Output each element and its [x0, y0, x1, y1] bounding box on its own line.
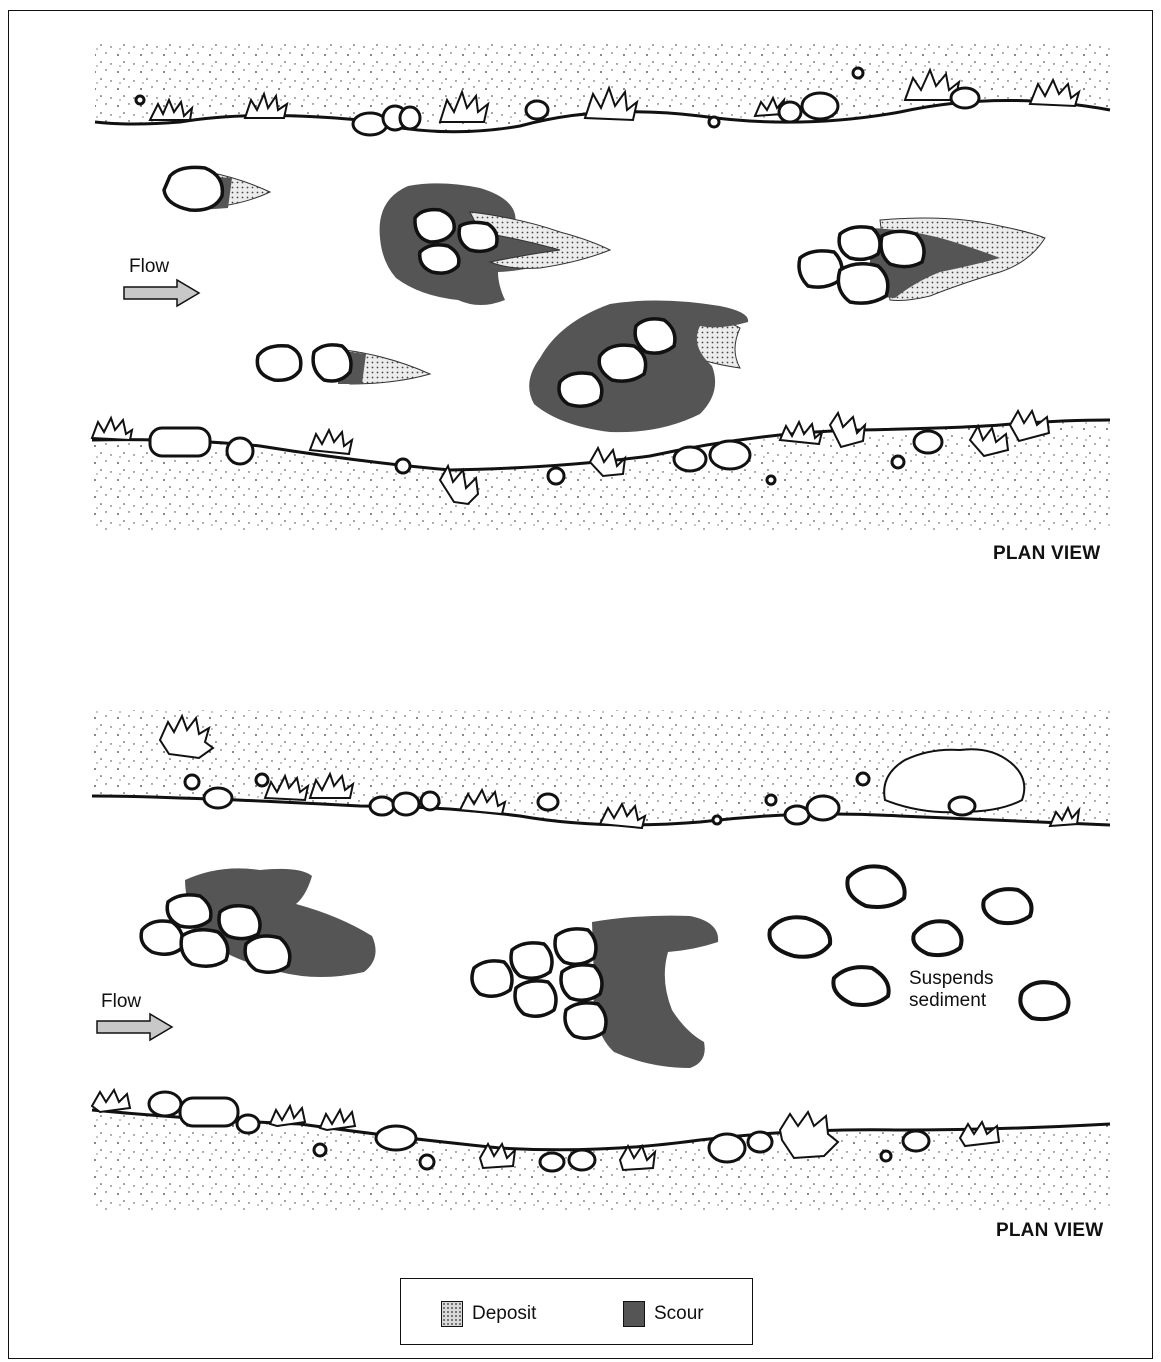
boulder	[257, 346, 300, 381]
boulder	[839, 227, 880, 259]
boulder	[561, 965, 602, 1000]
boulder	[245, 936, 290, 972]
bottom-boulder-group-2	[472, 916, 718, 1068]
boulder	[219, 906, 260, 939]
boulder	[515, 981, 556, 1016]
top-boulder-group-2	[380, 183, 610, 305]
boulder	[838, 264, 887, 303]
top-boulder-group-5	[529, 300, 748, 432]
annotation-line-2: sediment	[909, 990, 994, 1012]
top-boulder-group-1	[164, 167, 270, 210]
scour-swatch-icon	[623, 1301, 645, 1327]
boulder	[983, 889, 1031, 923]
boulder	[141, 921, 183, 954]
legend-box: Deposit Scour	[400, 1278, 753, 1345]
top-boulder-group-3	[799, 218, 1045, 303]
top-flow-label: Flow	[129, 256, 169, 278]
boulder	[799, 251, 842, 287]
bottom-diagram	[92, 710, 1110, 1210]
top-boulder-group-4	[257, 345, 430, 384]
boulder	[472, 961, 512, 996]
boulder	[770, 917, 831, 957]
boulder	[415, 210, 454, 242]
legend-deposit-label: Deposit	[472, 1303, 536, 1325]
top-diagram	[92, 40, 1110, 530]
bottom-flow-arrow	[97, 1014, 172, 1040]
boulder	[635, 319, 675, 353]
boulder	[420, 245, 459, 273]
boulder	[511, 943, 552, 978]
bottom-boulder-group-1	[141, 868, 375, 977]
boulder	[181, 930, 228, 967]
suspends-sediment-annotation: Suspends sediment	[909, 968, 994, 1012]
annotation-line-1: Suspends	[909, 968, 994, 990]
boulder	[555, 929, 596, 964]
top-plan-view-label: PLAN VIEW	[993, 543, 1100, 565]
legend-item-scour: Scour	[623, 1301, 704, 1327]
legend-item-deposit: Deposit	[441, 1301, 536, 1327]
boulder	[1020, 982, 1068, 1019]
boulder	[881, 231, 924, 266]
boulder	[565, 1003, 606, 1038]
boulder	[559, 373, 602, 406]
legend-scour-label: Scour	[654, 1303, 704, 1325]
top-flow-arrow	[124, 280, 199, 306]
boulder	[599, 345, 645, 381]
bottom-plan-view-label: PLAN VIEW	[996, 1220, 1103, 1242]
bottom-flow-label: Flow	[101, 991, 141, 1013]
boulder	[313, 345, 351, 381]
boulder	[847, 866, 904, 907]
boulder	[459, 222, 497, 251]
scour-area	[592, 916, 718, 1068]
boulder	[833, 967, 888, 1005]
boulder	[913, 921, 961, 955]
boulder	[164, 167, 222, 210]
deposit-swatch-icon	[441, 1301, 463, 1327]
